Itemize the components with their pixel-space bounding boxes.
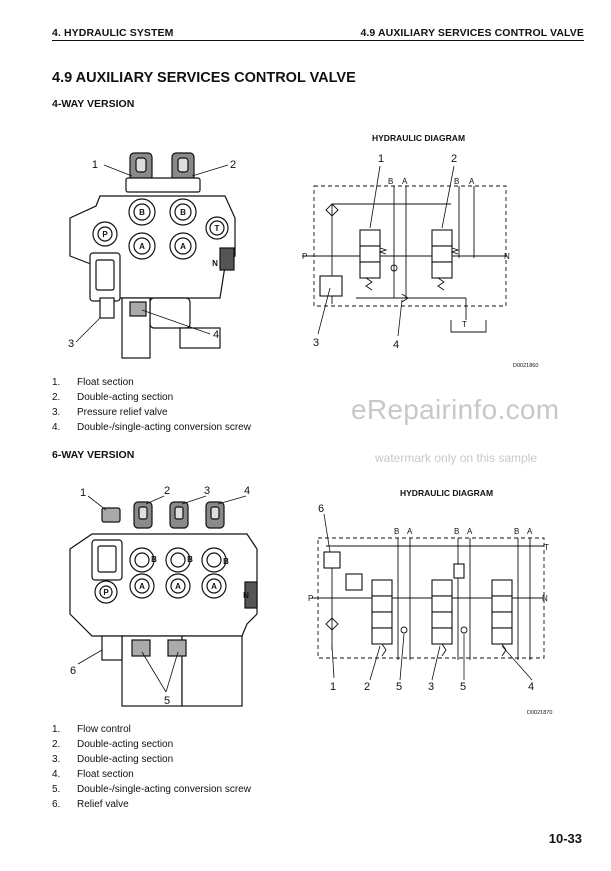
header-rule — [52, 40, 584, 41]
valve-port-label: A — [139, 582, 145, 591]
diagram-port-label: B — [454, 177, 459, 186]
diagram-port-label: T — [544, 543, 549, 552]
watermark-text: eRepairinfo.com — [351, 394, 560, 425]
diagram-port-label: T — [462, 320, 467, 329]
four-way-subtitle: 4-WAY VERSION — [52, 98, 135, 110]
diagram-port-label: B — [394, 527, 399, 536]
valve-port-label: A — [139, 242, 145, 251]
diagram-port-label: N — [542, 594, 548, 603]
six-way-valve-illustration: B B B P A A A N 1 2 3 4 6 5 — [69, 485, 258, 707]
legend-item: 2.Double-acting section — [52, 739, 174, 750]
diagram-callout: 3 — [428, 681, 434, 693]
diagram-callout: 2 — [364, 681, 370, 693]
diagram-port-label: B — [514, 527, 519, 536]
diagram-callout: 1 — [378, 153, 384, 165]
valve-port-label: B — [139, 208, 145, 217]
diagram-port-label: A — [467, 527, 473, 536]
header-section-left: 4. HYDRAULIC SYSTEM — [52, 27, 174, 39]
diagram-callout: 5 — [396, 681, 402, 693]
diagram-port-label: A — [402, 177, 408, 186]
valve-port-label: B — [187, 555, 193, 564]
valve-port-label: B — [223, 557, 229, 566]
diagram-callout: 3 — [313, 337, 319, 349]
valve-port-label: B — [180, 208, 186, 217]
valve-callout: 3 — [68, 338, 74, 350]
diagram-port-label: P — [302, 252, 307, 261]
page-title: 4.9 AUXILIARY SERVICES CONTROL VALVE — [52, 70, 356, 86]
valve-port-label: A — [175, 582, 181, 591]
valve-port-label: T — [215, 224, 220, 233]
diagram-callout: 4 — [393, 339, 399, 351]
six-way-diagram-title: HYDRAULIC DIAGRAM — [400, 488, 494, 498]
valve-callout: 3 — [204, 485, 210, 497]
valve-callout: 4 — [244, 485, 250, 497]
valve-port-label: A — [211, 582, 217, 591]
page-number: 10-33 — [548, 831, 582, 846]
diagram-callout: 6 — [318, 503, 324, 515]
valve-port-label: P — [102, 230, 108, 239]
diagram-port-label: N — [504, 252, 510, 261]
legend-item: 3.Double-acting section — [52, 754, 174, 765]
six-way-hydraulic-diagram: B A B A B A T P N 6 1 2 5 3 5 4 — [308, 503, 549, 693]
valve-port-label: A — [180, 242, 186, 251]
valve-port-label: B — [151, 555, 157, 564]
valve-callout: 1 — [80, 487, 86, 499]
diagram-port-label: A — [469, 177, 475, 186]
diagram-callout: 5 — [460, 681, 466, 693]
diagram-port-label: A — [527, 527, 533, 536]
six-way-legend: 1.Flow control 2.Double-acting section 3… — [52, 722, 251, 812]
valve-callout: 1 — [92, 159, 98, 171]
valve-callout: 2 — [164, 485, 170, 497]
valve-port-label: N — [243, 591, 249, 600]
four-way-valve-illustration: B B P T A A N 1 2 3 4 — [68, 152, 236, 359]
diagram-port-label: B — [454, 527, 459, 536]
legend-item: 1.Float section — [52, 377, 134, 388]
diagram-port-label: B — [388, 177, 393, 186]
valve-callout: 6 — [70, 665, 76, 677]
legend-item: 4.Float section — [52, 769, 134, 780]
four-way-drawing-code: D0021860 — [513, 363, 539, 369]
six-way-subtitle: 6-WAY VERSION — [52, 449, 135, 461]
valve-port-label: N — [212, 259, 218, 268]
valve-callout: 4 — [213, 329, 219, 341]
four-way-diagram-title: HYDRAULIC DIAGRAM — [372, 133, 466, 143]
legend-item: 5.Double-/single-acting conversion screw — [52, 784, 251, 795]
legend-item: 1.Flow control — [52, 724, 131, 735]
legend-item: 4.Double-/single-acting conversion screw — [52, 422, 251, 433]
diagram-callout: 1 — [330, 681, 336, 693]
diagram-port-label: P — [308, 594, 313, 603]
valve-port-label: P — [103, 588, 109, 597]
diagram-callout: 2 — [451, 153, 457, 165]
four-way-hydraulic-diagram: B A B A P N T 1 2 3 4 — [302, 153, 510, 351]
header-section-right: 4.9 AUXILIARY SERVICES CONTROL VALVE — [360, 27, 584, 39]
valve-callout: 2 — [230, 159, 236, 171]
four-way-legend: 1.Float section 2.Double-acting section … — [52, 375, 251, 435]
watermark-note: watermark only on this sample — [375, 451, 538, 465]
diagram-callout: 4 — [528, 681, 534, 693]
six-way-drawing-code: D0021870 — [527, 710, 553, 716]
diagram-port-label: A — [407, 527, 413, 536]
legend-item: 6.Relief valve — [52, 799, 129, 810]
valve-callout: 5 — [164, 695, 170, 707]
legend-item: 3.Pressure relief valve — [52, 407, 168, 418]
legend-item: 2.Double-acting section — [52, 392, 174, 403]
